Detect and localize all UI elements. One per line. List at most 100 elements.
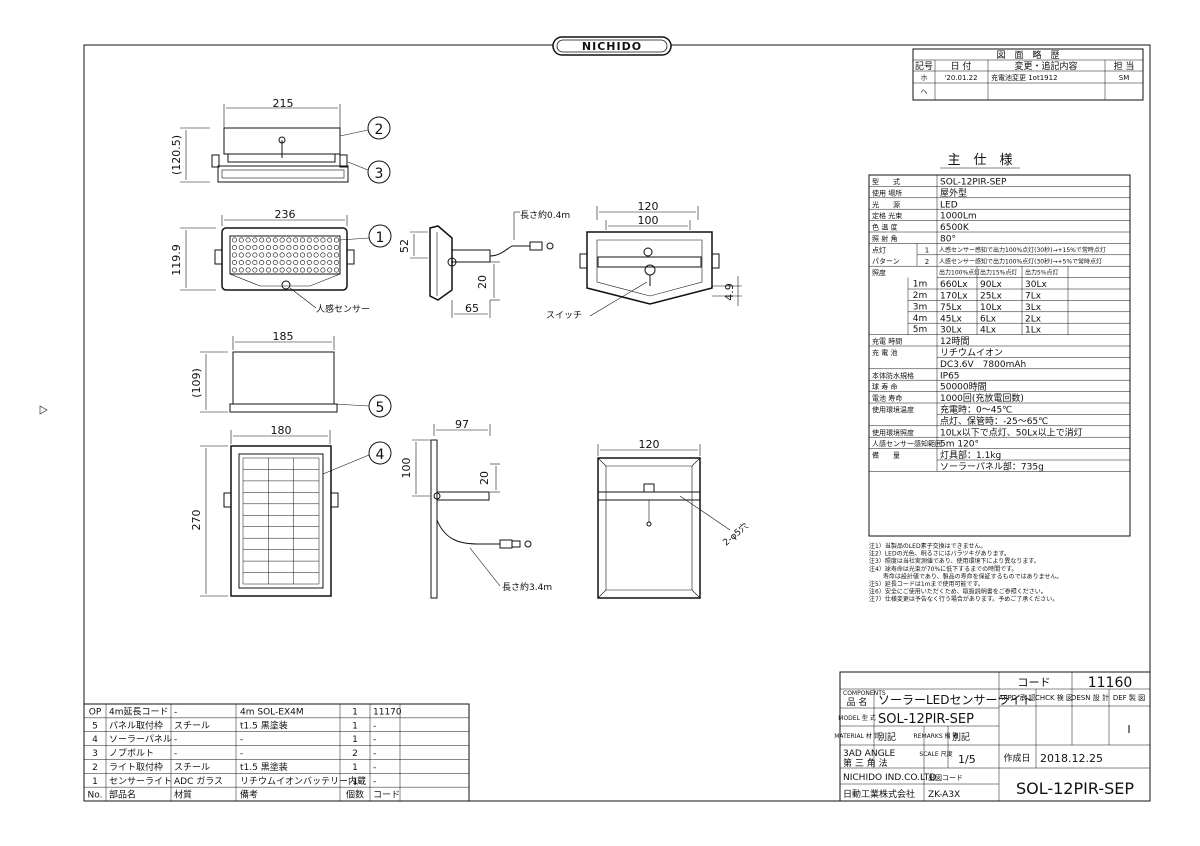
spec-value: 10Lx以下で点灯、50Lx以上で消灯 (940, 426, 1083, 438)
illum-value: 660Lx (940, 280, 968, 290)
parts-header: 材質 (174, 789, 192, 801)
revision-header: 変更・追記内容 (1014, 60, 1077, 72)
parts-cell: スチール (174, 720, 210, 731)
scale-value: 1/5 (958, 753, 976, 766)
date-value: 2018.12.25 (1040, 752, 1103, 765)
illum-header: 出力5%点灯 (1025, 269, 1059, 277)
note-line: 注1）当製品のLED素子交換はできません。 (869, 542, 986, 550)
label-cord-04: 長さ約0.4m (520, 209, 570, 221)
solar-panel-side-view: 97 100 20 長さ約3.4m (400, 418, 552, 599)
back-view: 120 100 スイッチ 4.9 (546, 200, 742, 321)
spec-label: 電池 寿命 (872, 394, 902, 403)
illum-value: 2Lx (1025, 314, 1042, 324)
parts-cell: 1 (352, 763, 358, 773)
spec-value: LED (940, 200, 958, 210)
callout-3: 3 (375, 166, 384, 182)
spec-value: 充電時：0～45℃ (940, 404, 1012, 416)
name-value: ソーラーLEDセンサーライト (878, 693, 1034, 707)
revision-cell: ホ (921, 74, 928, 82)
illum-distance: 2m (913, 291, 928, 301)
revision-title: 図 面 略 歴 (996, 49, 1059, 61)
dim-side-52: 52 (398, 239, 411, 253)
code-value: 11160 (1088, 675, 1133, 691)
illum-value: 90Lx (980, 280, 1002, 290)
parts-cell: t1.5 黒塗装 (240, 761, 288, 773)
illum-value: 1Lx (1025, 326, 1042, 336)
parts-cell: スチール (174, 762, 210, 773)
spec-label: 充電 時間 (872, 337, 902, 346)
spec-value: リチウムイオン (940, 348, 1003, 359)
revision-cell: 充電池変更 1ot1912 (991, 73, 1058, 82)
model-label: MODEL 型 式 (838, 714, 875, 722)
pattern-number: 1 (925, 246, 929, 254)
pattern-desc: 人感センサー感知で出力100%点灯(30秒)→+15%で常時点灯 (939, 246, 1106, 254)
parts-cell: - (373, 749, 376, 759)
label-switch: スイッチ (546, 310, 582, 321)
spec-value: 12時間 (940, 336, 969, 347)
spec-value: 点灯、保管時：-25～65℃ (940, 415, 1048, 427)
brand-logo: NICHIDO (552, 36, 672, 56)
date-label: 作成日 (1003, 752, 1030, 764)
dim-side-65: 65 (465, 302, 479, 315)
spec-value: 1000回(充放電回数) (940, 392, 1024, 404)
pattern-desc: 人感センサー感知で出力100%点灯(30秒)→+5%で常時点灯 (939, 257, 1102, 265)
parts-cell: - (373, 721, 376, 731)
callout-1: 1 (376, 230, 385, 246)
label-cord-34: 長さ約3.4m (502, 581, 552, 593)
revision-cell: '20.01.22 (944, 74, 977, 82)
spec-label: 照 射 角 (872, 234, 897, 243)
illum-value: 10Lx (980, 303, 1002, 313)
note-line: 注7）仕様変更は予告なく行う場合があります。予めご了承ください。 (869, 595, 1058, 603)
illum-distance: 4m (913, 314, 928, 324)
drawing-code-value: ZK-A3X (928, 790, 960, 800)
model-value: SOL-12PIR-SEP (878, 712, 974, 727)
dim-top-height: (120.5) (170, 135, 183, 175)
side-view: 長さ約0.4m 52 20 65 (398, 209, 570, 318)
illum-distance: 5m (913, 325, 928, 335)
spec-label: 光 源 (872, 200, 900, 209)
company-jp: 日動工業株式会社 (843, 788, 915, 800)
dim-bracket-width: 185 (273, 330, 294, 343)
illum-distance: 3m (913, 302, 928, 312)
name-label: 品 名 (847, 696, 868, 708)
spec-value: SOL-12PIR-SEP (940, 178, 1007, 188)
spec-label: 使用環境照度 (872, 428, 914, 437)
remarks-label: REMARKS 備 考 (914, 732, 959, 740)
note-line: 注5）延長コードは1mまで使用可能です。 (869, 580, 984, 588)
parts-cell: 2 (92, 763, 98, 773)
note-line: 寿命は設計値であり、製品の寿命を保証するものではありません。 (869, 572, 1062, 580)
company-en: NICHIDO IND.CO.LTD (843, 773, 936, 783)
note-line: 注3）照度は当社実測値であり、使用環境下により異なります。 (869, 557, 1040, 565)
approval-label: DEF 製 図 (1113, 693, 1145, 702)
center-marker-icon (39, 405, 48, 415)
dim-panel-height: 270 (190, 510, 203, 531)
dim-back-49: 4.9 (723, 283, 736, 301)
illum-value: 3Lx (1025, 303, 1042, 313)
note-line: 注2）LEDの光色、明るさにはバラツキがあります。 (869, 550, 1010, 558)
note-line: 注6）安全にご使用いただくため、取扱説明書をご参照ください。 (869, 588, 1047, 596)
pattern-number: 2 (925, 258, 929, 266)
parts-cell: 4m延長コード (109, 706, 169, 718)
parts-cell: ライト取付枠 (109, 761, 163, 773)
dim-back-100: 100 (638, 214, 659, 227)
scale-label: SCALE 尺度 (919, 750, 952, 758)
spec-label: 本体防水規格 (872, 371, 914, 380)
parts-cell: 3 (92, 749, 98, 759)
dim-panel-back-120: 120 (639, 438, 660, 451)
spec-value: 50000時間 (940, 382, 987, 393)
spec-value: ソーラーパネル部：735g (940, 461, 1044, 473)
spec-value: 1000Lm (940, 212, 977, 222)
spec-label: 使用環境温度 (872, 405, 914, 414)
revision-table: 図 面 略 歴 記号 日 付 変更・追記内容 担 当 ホ '20.01.22 充… (912, 48, 1144, 101)
parts-cell: センサーライト (109, 776, 172, 787)
brand-text: NICHIDO (582, 40, 642, 53)
label-sensor: 人感センサー (316, 303, 370, 315)
remarks-value: 別記 (952, 731, 970, 743)
code-label: コード (1018, 676, 1051, 689)
pattern-label-2: パターン (872, 256, 900, 265)
illum-value: 7Lx (1025, 292, 1042, 302)
spec-value: 80° (940, 235, 956, 245)
parts-cell: 2 (352, 749, 358, 759)
